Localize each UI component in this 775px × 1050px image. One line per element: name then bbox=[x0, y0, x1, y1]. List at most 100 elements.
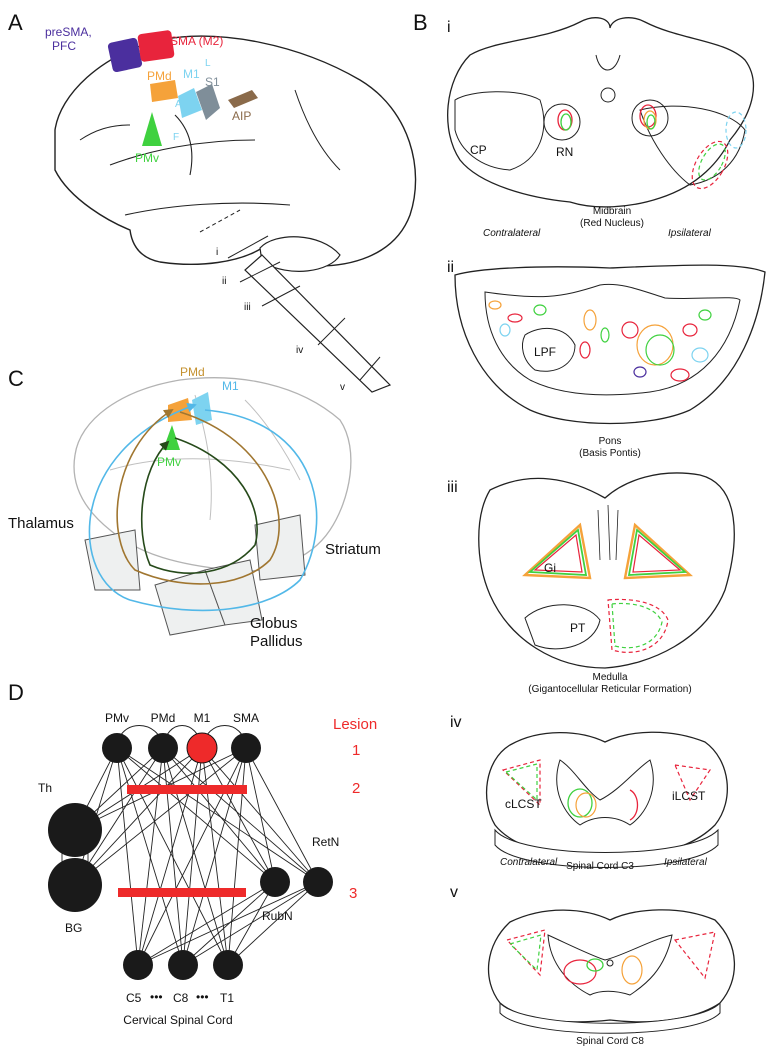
pyramid-right-green bbox=[611, 602, 663, 649]
red-nucleus-right bbox=[631, 99, 669, 137]
m1-area bbox=[178, 88, 202, 118]
brown-loop bbox=[116, 408, 280, 585]
pons-terminal bbox=[583, 309, 597, 331]
node-label-pmd: PMd bbox=[151, 711, 176, 725]
lesion-number-1: 1 bbox=[352, 742, 360, 759]
pons-terminal bbox=[633, 366, 647, 378]
clcst-green bbox=[504, 763, 538, 802]
central-canal bbox=[606, 959, 614, 967]
brain-outline bbox=[54, 35, 417, 267]
node-label-sma: SMA bbox=[233, 711, 259, 725]
lesion-number-2: 2 bbox=[352, 780, 360, 797]
pons-title: Pons bbox=[599, 436, 622, 447]
pons-terminal bbox=[645, 334, 675, 366]
sma-label: SMA (M2) bbox=[170, 34, 223, 48]
node-basal-ganglia bbox=[48, 858, 102, 912]
section-numeral-iii: iii bbox=[447, 479, 458, 496]
pyramid-right-red bbox=[607, 598, 669, 653]
clcst-red bbox=[501, 759, 541, 807]
node-pmd bbox=[148, 733, 178, 763]
ilcst-label: iLCST bbox=[672, 789, 706, 803]
medulla-outline bbox=[478, 472, 735, 669]
panel-a-letter: A bbox=[8, 10, 23, 35]
aqueduct bbox=[595, 54, 621, 71]
level-label-iii: iii bbox=[244, 302, 251, 313]
c8-lcst-green bbox=[508, 934, 542, 972]
level-line-iv bbox=[317, 317, 346, 346]
sma-area bbox=[137, 30, 175, 62]
node-pmv bbox=[102, 733, 132, 763]
c8-gray-matter bbox=[547, 934, 673, 996]
c8-title: Spinal Cord C8 bbox=[576, 1036, 644, 1047]
node-label-c5: C5 bbox=[126, 991, 142, 1005]
cerebral-peduncle-right bbox=[639, 105, 746, 186]
medulla-title: Medulla bbox=[592, 672, 627, 683]
pmd-area bbox=[150, 80, 178, 102]
level-line-v bbox=[359, 356, 381, 381]
blue-loop bbox=[88, 402, 318, 612]
cervical-spinal-cord-label: Cervical Spinal Cord bbox=[123, 1013, 232, 1027]
c3-ipsilateral: Ipsilateral bbox=[664, 857, 708, 868]
node-retn bbox=[303, 867, 333, 897]
pons-terminal bbox=[682, 323, 698, 337]
panel-b-letter: B bbox=[413, 10, 428, 35]
striatum-shape bbox=[254, 514, 306, 581]
node-label-t1: T1 bbox=[220, 991, 234, 1005]
spinal-c8-section: v Spinal Cord C8 bbox=[450, 884, 736, 1047]
spinal-cord bbox=[244, 254, 392, 393]
gi-left-red bbox=[533, 533, 583, 573]
rn-projection-green-r bbox=[646, 114, 656, 130]
medulla-section: iii Gi PT Medulla (Gigantocellular Retic… bbox=[447, 472, 735, 695]
dashed-sulcus bbox=[199, 209, 241, 233]
red-nucleus-left bbox=[543, 103, 581, 141]
gi-left-green bbox=[527, 528, 588, 576]
striatum-label: Striatum bbox=[325, 541, 381, 558]
level-line-i bbox=[227, 235, 269, 259]
c8-cut-face bbox=[499, 1001, 721, 1034]
lesion-title: Lesion bbox=[333, 716, 377, 733]
dots-2: ••• bbox=[196, 990, 209, 1004]
level-label-v: v bbox=[340, 382, 345, 393]
pons-terminal bbox=[600, 327, 610, 343]
presma-area bbox=[107, 37, 143, 73]
midbrain-section: i CP RN Midbrain (Red Nucleus) Contralat… bbox=[447, 17, 755, 239]
thalamus-label: Thalamus bbox=[8, 515, 74, 532]
panel-a: A i ii iii iv v preSMA, PFC SMA (M2) bbox=[8, 10, 417, 393]
c8-gray-orange bbox=[621, 955, 643, 985]
pmd-label-c: PMd bbox=[180, 365, 205, 379]
node-thalamus bbox=[48, 803, 102, 857]
c3-gray-orange bbox=[575, 792, 597, 818]
clcst-label: cLCST bbox=[505, 797, 542, 811]
midbrain-outline bbox=[447, 17, 755, 208]
m1-label: M1 bbox=[183, 67, 200, 81]
panel-d-letter: D bbox=[8, 680, 24, 705]
c8-ilcst-red bbox=[673, 931, 716, 980]
s1-label: S1 bbox=[205, 75, 220, 89]
globus-pallidus-shape-2 bbox=[204, 559, 263, 626]
gi-left-orange bbox=[522, 522, 592, 580]
c3-title: Spinal Cord C3 bbox=[566, 861, 634, 872]
pallidus-label: Pallidus bbox=[250, 633, 303, 650]
pons-terminal bbox=[691, 347, 709, 363]
node-m1 bbox=[186, 732, 218, 764]
cp-projection-red bbox=[691, 140, 729, 190]
level-label-ii: ii bbox=[222, 276, 226, 287]
pons-terminal bbox=[670, 368, 690, 382]
rn-projection-green bbox=[560, 113, 572, 131]
dots-1: ••• bbox=[150, 990, 163, 1004]
level-line-iii bbox=[261, 285, 301, 307]
hand-label-a: A bbox=[175, 99, 182, 110]
node-t1 bbox=[213, 950, 243, 980]
lesion-number-3: 3 bbox=[349, 885, 357, 902]
s1-area bbox=[196, 84, 220, 120]
gi-right-green bbox=[627, 528, 688, 576]
gi-right-red bbox=[632, 533, 682, 573]
gi-label: Gi bbox=[544, 561, 556, 575]
section-numeral-v: v bbox=[450, 884, 458, 901]
presma-label-1: preSMA, bbox=[45, 25, 92, 39]
pt-label: PT bbox=[570, 621, 586, 635]
node-label-th: Th bbox=[38, 781, 52, 795]
c3-contralateral: Contralateral bbox=[500, 857, 558, 868]
midline-raphe bbox=[597, 504, 619, 561]
